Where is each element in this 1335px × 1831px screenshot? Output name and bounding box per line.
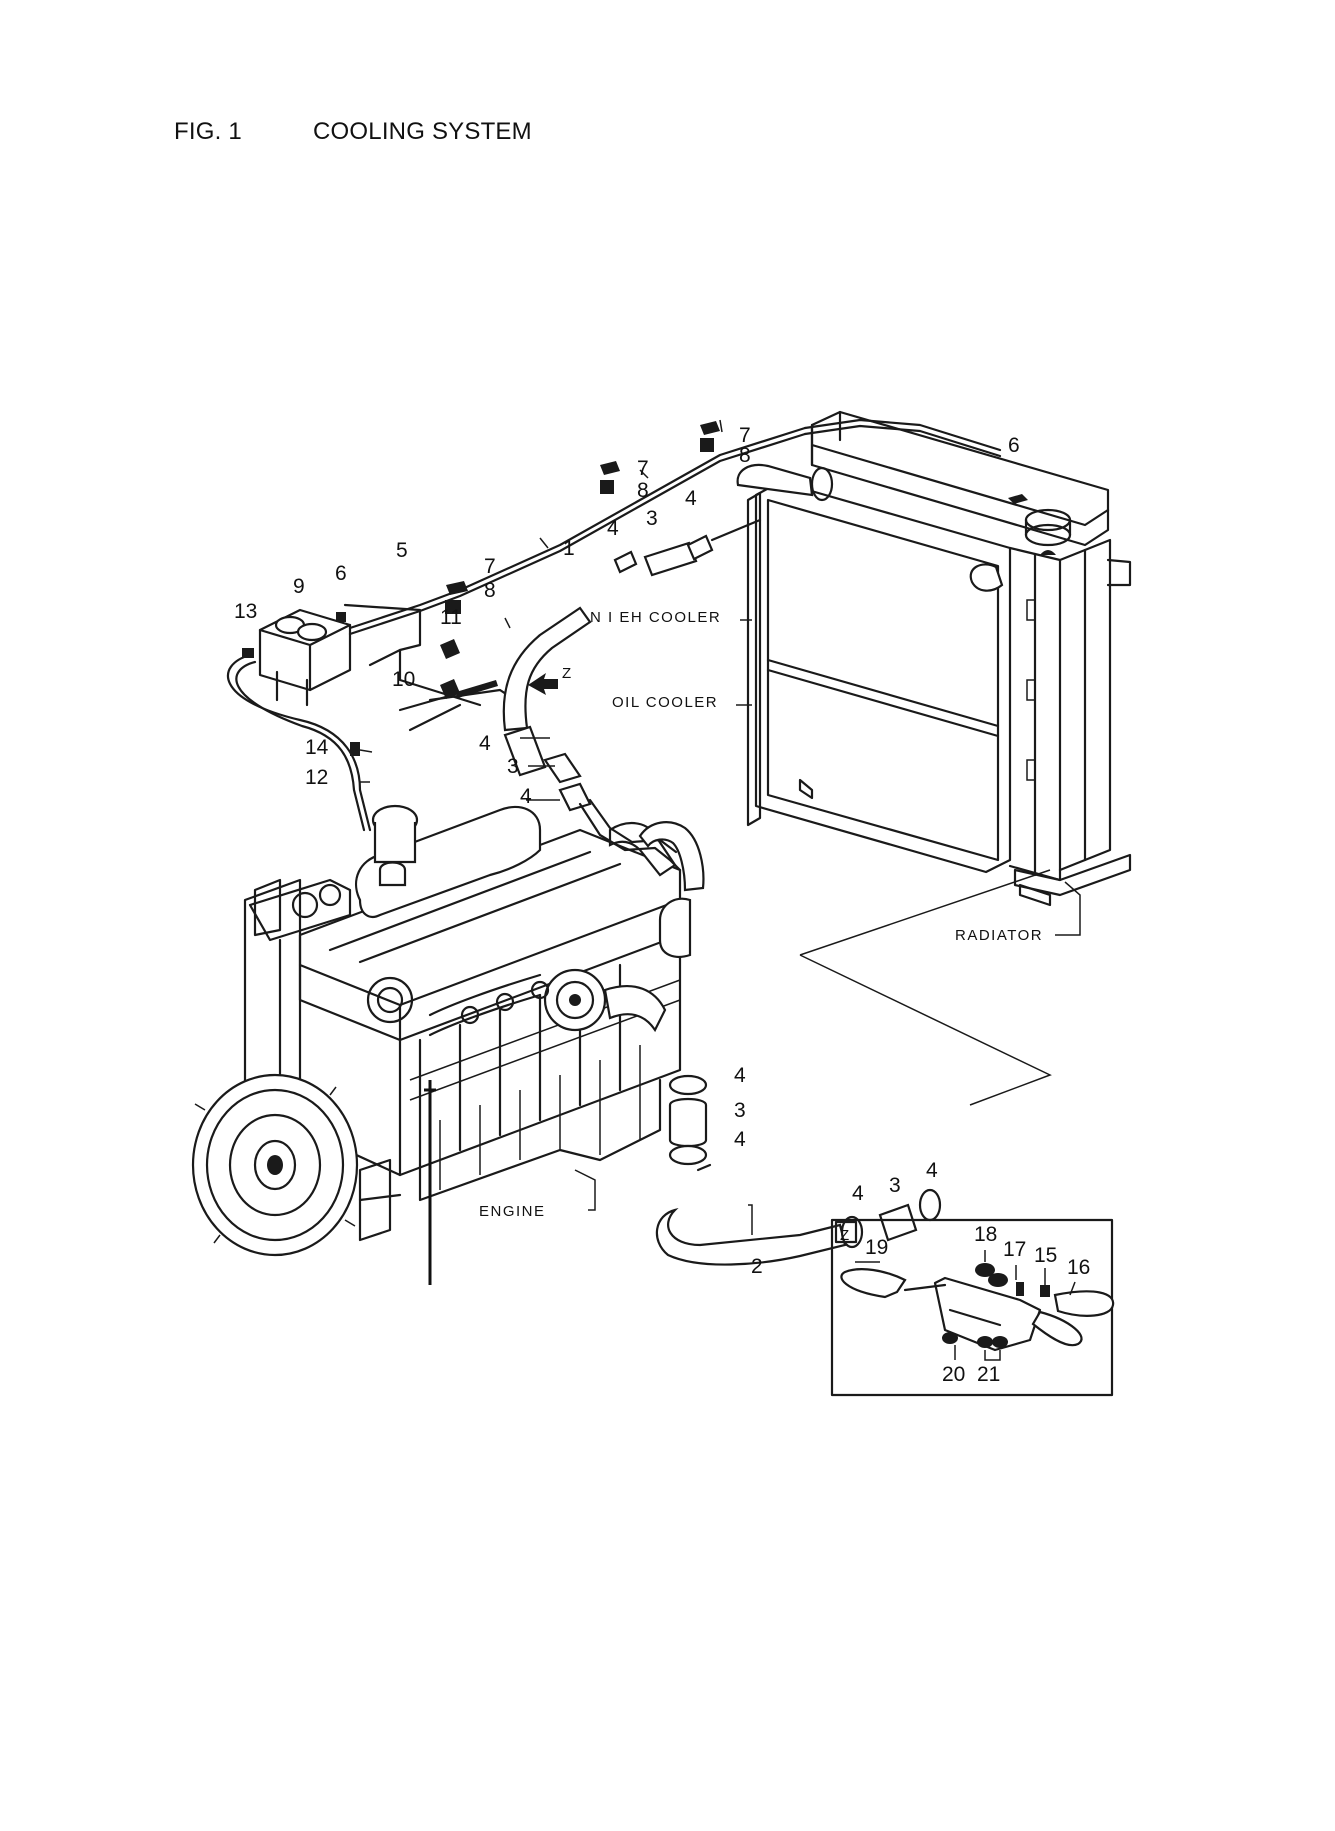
engine-assembly [191,804,692,1285]
figure-number: FIG. 1 [174,118,242,145]
callout-16: 16 [1067,1256,1090,1279]
expansion-tank [242,608,352,707]
component-labels: N I EH COOLER OIL COOLER RADIATOR ENGINE… [479,609,1043,1244]
callout-21: 21 [977,1363,1000,1386]
callout-20: 20 [942,1363,965,1386]
callout-4: 4 [734,1064,746,1087]
callout-18: 18 [974,1223,997,1246]
hoses [226,418,1002,1266]
callout-17: 17 [1003,1238,1026,1261]
callout-12: 12 [305,766,328,789]
label-z-arrow: Z [562,665,571,682]
detail-z-inset [830,1218,1115,1397]
callout-6: 6 [335,562,347,585]
callout-15: 15 [1034,1244,1057,1267]
callout-9: 9 [293,575,305,598]
callout-8: 8 [637,479,649,502]
callout-1: 1 [563,537,575,560]
leader-lines [359,419,1081,1235]
callout-3: 3 [889,1174,901,1197]
label-engine: ENGINE [479,1203,546,1220]
callout-7: 7 [637,457,649,480]
callout-3: 3 [734,1099,746,1122]
callout-4: 4 [607,517,619,540]
callout-4: 4 [734,1128,746,1151]
callout-7: 7 [484,555,496,578]
callout-4: 4 [685,487,697,510]
part-callouts: 1 2 3 3 3 3 4 4 4 4 4 4 4 4 5 6 6 7 7 7 … [234,424,1090,1386]
callout-10: 10 [392,668,415,691]
callout-19: 19 [865,1236,888,1259]
radiator-assembly [736,410,1132,907]
label-intercooler: N I EH COOLER [590,609,721,626]
callout-4: 4 [479,732,491,755]
callout-14: 14 [305,736,329,759]
callout-3: 3 [507,755,519,778]
callout-8: 8 [739,444,751,467]
callout-11: 11 [440,606,462,629]
callout-4: 4 [852,1182,864,1205]
callout-8: 8 [484,579,496,602]
callout-6: 6 [1008,434,1020,457]
callout-5: 5 [396,539,408,562]
label-detail-z: Z [840,1227,849,1244]
callout-2: 2 [751,1255,763,1278]
callout-4: 4 [926,1159,938,1182]
callout-3: 3 [646,507,658,530]
figure-title: COOLING SYSTEM [313,118,532,145]
label-oil-cooler: OIL COOLER [612,694,718,711]
callout-7: 7 [739,424,751,447]
label-radiator: RADIATOR [955,927,1043,944]
callout-4: 4 [520,785,532,808]
callout-13: 13 [234,600,257,623]
